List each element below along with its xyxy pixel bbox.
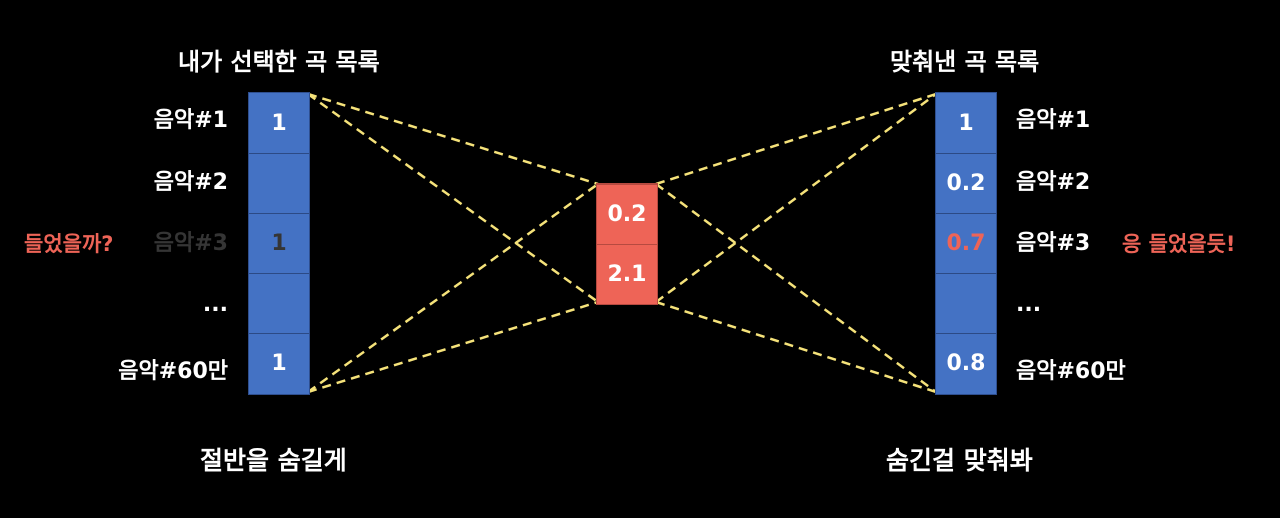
left-cell-2: [249, 153, 309, 213]
right-row-label-1: 음악#1: [1016, 108, 1091, 133]
right-cell-2: 0.2: [936, 153, 996, 213]
left-cell-4: [249, 273, 309, 333]
left-vector: 1 1 1: [248, 92, 310, 395]
right-note: 응 들었을듯!: [1122, 232, 1236, 256]
left-cell-5: 1: [249, 333, 309, 393]
left-row-label-3: 음악#3: [153, 231, 228, 256]
connector-line: [655, 92, 937, 186]
connector-line: [655, 92, 937, 304]
right-title: 맞춰낸 곡 목록: [890, 48, 1040, 76]
right-row-label-3: 음악#3: [1016, 231, 1091, 256]
connector-line: [307, 92, 599, 304]
connector-line: [307, 300, 599, 394]
left-row-label-1: 음악#1: [153, 108, 228, 133]
left-row-label-600k: 음악#60만: [118, 359, 228, 384]
latent-vector: 0.2 2.1: [596, 183, 658, 305]
left-footer: 절반을 숨길게: [200, 446, 347, 475]
right-cell-3: 0.7: [936, 213, 996, 273]
connector-line: [307, 182, 599, 394]
right-vector: 1 0.2 0.7 0.8: [935, 92, 997, 395]
right-cell-4: [936, 273, 996, 333]
right-row-label-ellipsis: ...: [1016, 292, 1042, 317]
connector-line: [307, 92, 599, 186]
right-cell-5: 0.8: [936, 333, 996, 393]
connector-line: [655, 300, 937, 394]
right-footer: 숨긴걸 맞춰봐: [886, 446, 1033, 475]
latent-cell-2: 2.1: [597, 244, 657, 304]
left-note: 들었을까?: [24, 232, 114, 256]
left-title: 내가 선택한 곡 목록: [178, 48, 380, 76]
left-row-label-ellipsis: ...: [202, 292, 228, 317]
connector-line: [655, 182, 937, 394]
left-row-label-2: 음악#2: [153, 170, 228, 195]
left-cell-3: 1: [249, 213, 309, 273]
left-cell-1: 1: [271, 110, 287, 136]
right-row-label-600k: 음악#60만: [1016, 359, 1126, 384]
right-cell-1: 1: [958, 110, 974, 136]
right-row-label-2: 음악#2: [1016, 170, 1091, 195]
latent-cell-1: 0.2: [597, 184, 657, 244]
